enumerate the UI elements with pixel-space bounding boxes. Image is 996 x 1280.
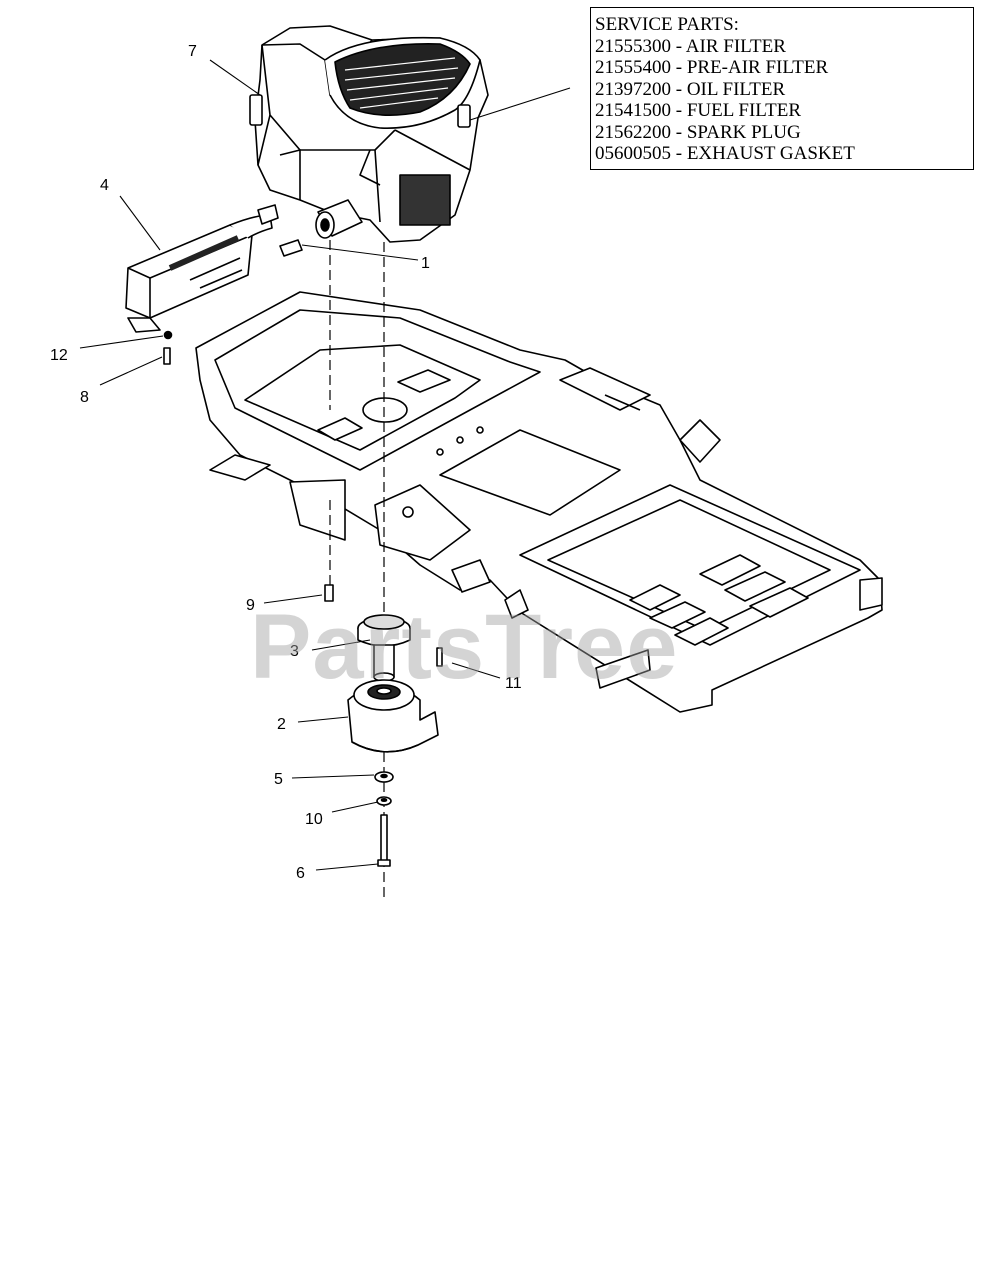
clutch-part-2[interactable] — [347, 679, 439, 753]
bolt-part-6[interactable] — [377, 814, 391, 867]
callout-7: 7 — [188, 43, 197, 60]
service-parts-box: SERVICE PARTS: 21555300 - AIR FILTER 215… — [590, 7, 974, 170]
callout-1: 1 — [421, 255, 430, 272]
service-part-air-filter: 21555300 - AIR FILTER — [595, 35, 786, 57]
leader-lines — [79, 59, 571, 871]
service-part-fuel-filter: 21541500 - FUEL FILTER — [595, 100, 802, 121]
service-part-exhaust-gasket: 05600505 - EXHAUST GASKET — [595, 143, 855, 164]
callout-5: 5 — [274, 771, 283, 788]
washer-part-10[interactable] — [376, 796, 392, 806]
callout-labels: 1 2 3 4 5 6 7 8 9 10 11 12 — [50, 43, 522, 882]
callout-2: 2 — [277, 716, 286, 733]
callout-6: 6 — [296, 865, 305, 882]
chassis-frame — [195, 291, 883, 713]
callout-8: 8 — [80, 389, 89, 406]
service-parts-heading: SERVICE PARTS: — [595, 14, 739, 35]
callout-9: 9 — [246, 597, 255, 614]
nut-part-12[interactable] — [163, 330, 173, 340]
bolt-part-8[interactable] — [163, 347, 171, 365]
washer-part-5[interactable] — [374, 771, 394, 783]
callout-4: 4 — [100, 177, 109, 194]
callout-10: 10 — [305, 811, 323, 828]
pulley-part-3[interactable] — [357, 614, 411, 682]
callout-11: 11 — [505, 675, 522, 692]
alignment-lines — [329, 240, 385, 900]
muffler-part-4[interactable] — [125, 204, 279, 333]
service-part-spark-plug: 21562200 - SPARK PLUG — [595, 121, 801, 143]
oil-filter — [315, 199, 363, 239]
fitting-part-1[interactable] — [279, 239, 419, 261]
service-part-pre-air-filter: 21555400 - PRE-AIR FILTER — [595, 57, 829, 78]
callout-3: 3 — [290, 643, 299, 660]
key-part-11[interactable] — [436, 647, 443, 667]
callout-12: 12 — [50, 347, 68, 364]
service-part-oil-filter: 21397200 - OIL FILTER — [595, 78, 786, 100]
engine-part-7[interactable] — [249, 25, 489, 243]
bolt-part-9[interactable] — [324, 584, 334, 602]
